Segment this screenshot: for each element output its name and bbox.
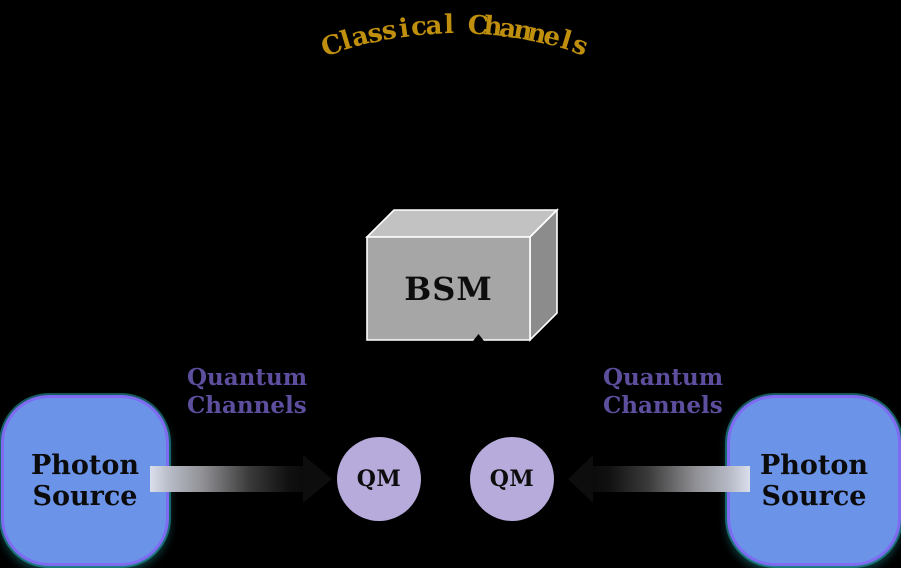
classical-channels-char: i	[397, 13, 411, 45]
quantum-channels-label-left: Quantum Channels	[187, 364, 308, 419]
bsm-box-front-face	[366, 236, 531, 341]
bsm-box-top-face	[365, 209, 559, 238]
photon-source-right-label: Photon Source	[759, 449, 869, 512]
bsm-bottom-tick-icon	[473, 334, 484, 341]
quantum-memory-right: QM	[470, 437, 554, 521]
quantum-memory-left-label: QM	[356, 466, 402, 492]
quantum-channel-arrow-right-body	[593, 466, 750, 492]
classical-channels-char: a	[424, 10, 443, 42]
photon-source-left: Photon Source	[1, 395, 169, 566]
classical-channels-char: l	[443, 9, 454, 41]
bsm-label: BSM	[404, 269, 493, 308]
quantum-channels-label-right: Quantum Channels	[603, 364, 724, 419]
quantum-channel-arrow-left-head-icon	[303, 455, 332, 503]
photon-source-left-label: Photon Source	[30, 449, 140, 512]
photon-source-right: Photon Source	[727, 395, 901, 566]
quantum-channel-arrow-right-head-icon	[568, 455, 593, 503]
quantum-channel-arrow-left-body	[150, 466, 303, 492]
quantum-memory-left: QM	[337, 437, 421, 521]
bsm-box	[365, 208, 559, 342]
quantum-memory-right-label: QM	[489, 466, 535, 492]
